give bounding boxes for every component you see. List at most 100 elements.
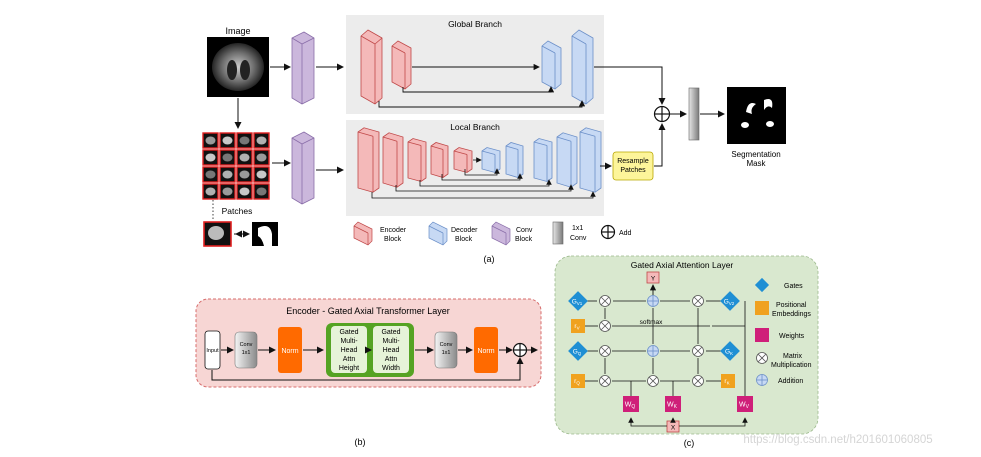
attn-text-line: Height [339, 365, 359, 372]
figure-a: Image Global Branch [202, 15, 786, 264]
local-branch-title: Local Branch [450, 122, 500, 132]
legend-matmul-2: Multiplication [771, 362, 812, 369]
gate-node: GV2 [720, 291, 740, 311]
add-node-a [653, 105, 671, 123]
attn-text-line: Head [341, 347, 358, 354]
attn-text-line: Head [383, 347, 400, 354]
legend-addition-label: Addition [778, 378, 803, 385]
legend-gates-label: Gates [784, 283, 803, 290]
global-decoder-block-2 [571, 29, 594, 105]
figure-b: Encoder - Gated Axial Transformer Layer … [195, 298, 542, 447]
positional-embedding-node: rK [721, 374, 735, 388]
legend-conv1x1-2: Conv [570, 235, 587, 242]
local-encoder-block-2 [382, 132, 404, 188]
segmentation-mask-image [727, 87, 786, 144]
gate-node: GQ [568, 341, 588, 361]
legend-encoder-2: Block [384, 236, 402, 243]
legend-conv-1: Conv [516, 227, 533, 234]
norm-a-label: Norm [281, 348, 298, 355]
legend-conv-2: Block [515, 236, 533, 243]
attn-text-line: Attn [385, 356, 398, 363]
conv1x1-a [234, 331, 258, 369]
svg-text:GV2: GV2 [724, 299, 735, 307]
matmul-node [599, 345, 611, 357]
legend-decoder-1: Decoder [451, 227, 478, 234]
matmul-node [599, 375, 611, 387]
attn-text-line: Multi- [340, 338, 358, 345]
norm-b [474, 327, 498, 373]
svg-text:rV: rV [574, 323, 579, 331]
local-decoder-block-2 [505, 142, 524, 178]
add-node-b [512, 342, 528, 358]
conv1x1-a-line2: 1x1 [242, 350, 251, 356]
local-encoder-block-1 [357, 127, 380, 193]
softmax-label: softmax [640, 319, 664, 326]
legend-weights-label: Weights [779, 333, 805, 340]
resample-patches-box [612, 151, 654, 181]
image-label: Image [225, 26, 250, 36]
matmul-node [692, 345, 704, 357]
attn-height-block [331, 326, 367, 373]
legend-conv1x1-icon [552, 221, 564, 245]
weight-node: WV [737, 396, 753, 412]
legend-positional-2: Embeddings [772, 311, 811, 318]
weight-node: WK [665, 396, 681, 412]
legend-encoder-icon [353, 221, 373, 246]
patches-grid [202, 132, 270, 200]
legend-decoder-2: Block [455, 236, 473, 243]
legend-conv-icon [491, 221, 511, 246]
figure-c: Gated Axial Attention Layer Y X [554, 255, 819, 448]
positional-embedding-node: rQ [571, 374, 585, 388]
global-encoder-block-1 [360, 29, 383, 105]
norm-a [278, 327, 302, 373]
local-encoder-block-5 [453, 147, 473, 173]
local-skip-connection [464, 168, 500, 176]
svg-text:rK: rK [724, 378, 729, 386]
conv1x1-a-line1: Conv [240, 342, 253, 348]
local-encoder-block-3 [407, 138, 427, 182]
global-decoder-block-1 [541, 40, 562, 90]
residual-connection [211, 357, 524, 381]
legend-positional-1: Positional [776, 302, 807, 309]
matmul-node [647, 375, 659, 387]
conv1x1-b-line2: 1x1 [442, 350, 451, 356]
attn-text-line: Width [382, 365, 400, 372]
panel-c [554, 255, 819, 435]
matmul-node [692, 375, 704, 387]
resample-label-2: Patches [620, 167, 646, 174]
output-y-label: Y [651, 276, 656, 283]
legend-decoder-icon [428, 221, 448, 246]
gate-node: GV1 [568, 291, 588, 311]
addition-node [647, 345, 659, 357]
caption-c: (c) [684, 438, 695, 448]
output-label-2: Mask [746, 159, 766, 168]
global-encoder-block-2 [391, 40, 412, 90]
attn-text-line: Gated [381, 329, 400, 336]
input-box [204, 330, 221, 370]
legend-gates-icon [754, 277, 770, 293]
local-skip-connection [371, 191, 596, 199]
attn-text-line: Multi- [382, 338, 400, 345]
svg-text:WQ: WQ [625, 402, 636, 411]
legend-matmul-1: Matrix [783, 353, 803, 360]
local-decoder-block-3 [533, 138, 553, 182]
svg-text:WK: WK [667, 402, 678, 411]
svg-text:GQ: GQ [573, 349, 582, 357]
legend-addition-icon [756, 374, 768, 386]
svg-text:GV1: GV1 [572, 299, 583, 307]
panel-c-title: Gated Axial Attention Layer [631, 260, 734, 270]
resample-label-1: Resample [617, 158, 649, 165]
patches-label: Patches [222, 206, 253, 216]
output-label-1: Segmentation [731, 150, 780, 159]
conv-block-local [291, 131, 315, 205]
legend-encoder-1: Encoder [380, 227, 407, 234]
legend-weights-icon [755, 328, 769, 342]
global-branch-box [346, 15, 604, 114]
output-y-box [646, 271, 660, 284]
input-label: Input [206, 348, 219, 354]
matmul-node [599, 295, 611, 307]
local-skip-connection [419, 179, 552, 187]
